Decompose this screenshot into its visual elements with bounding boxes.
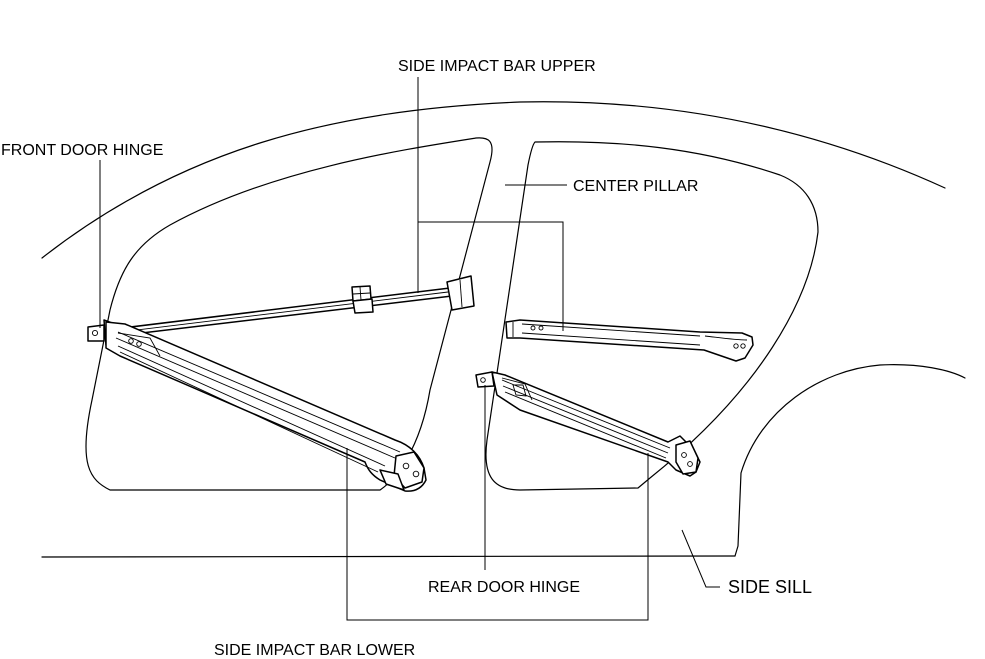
label-rear-door-hinge: REAR DOOR HINGE xyxy=(428,579,580,596)
leader-side-impact-bar-lower xyxy=(346,448,649,621)
roof-line xyxy=(41,101,946,259)
callout-labels: SIDE IMPACT BAR UPPER FRONT DOOR HINGE C… xyxy=(1,58,812,659)
ground-line xyxy=(41,555,736,558)
leader-lines xyxy=(99,77,720,621)
leader-side-impact-bar-upper xyxy=(417,77,564,331)
label-side-impact-bar-upper: SIDE IMPACT BAR UPPER xyxy=(398,58,596,75)
label-side-sill: SIDE SILL xyxy=(728,577,812,597)
leader-side-sill xyxy=(681,529,720,588)
rear-side-impact-bar-lower xyxy=(491,371,701,477)
rear-door-window-opening xyxy=(485,141,819,491)
rear-door-hinge-bracket xyxy=(475,371,495,388)
door-openings xyxy=(85,137,819,491)
label-center-pillar: CENTER PILLAR xyxy=(573,178,698,195)
label-side-impact-bar-lower: SIDE IMPACT BAR LOWER xyxy=(214,642,415,659)
label-front-door-hinge: FRONT DOOR HINGE xyxy=(1,142,163,159)
front-side-impact-bar-upper xyxy=(105,275,475,338)
front-side-impact-bar-lower xyxy=(105,321,427,492)
vehicle-body-outline xyxy=(41,101,966,558)
rear-side-impact-bar-upper xyxy=(505,319,754,362)
wheel-arch xyxy=(734,364,966,557)
front-door-window-opening xyxy=(85,137,493,491)
